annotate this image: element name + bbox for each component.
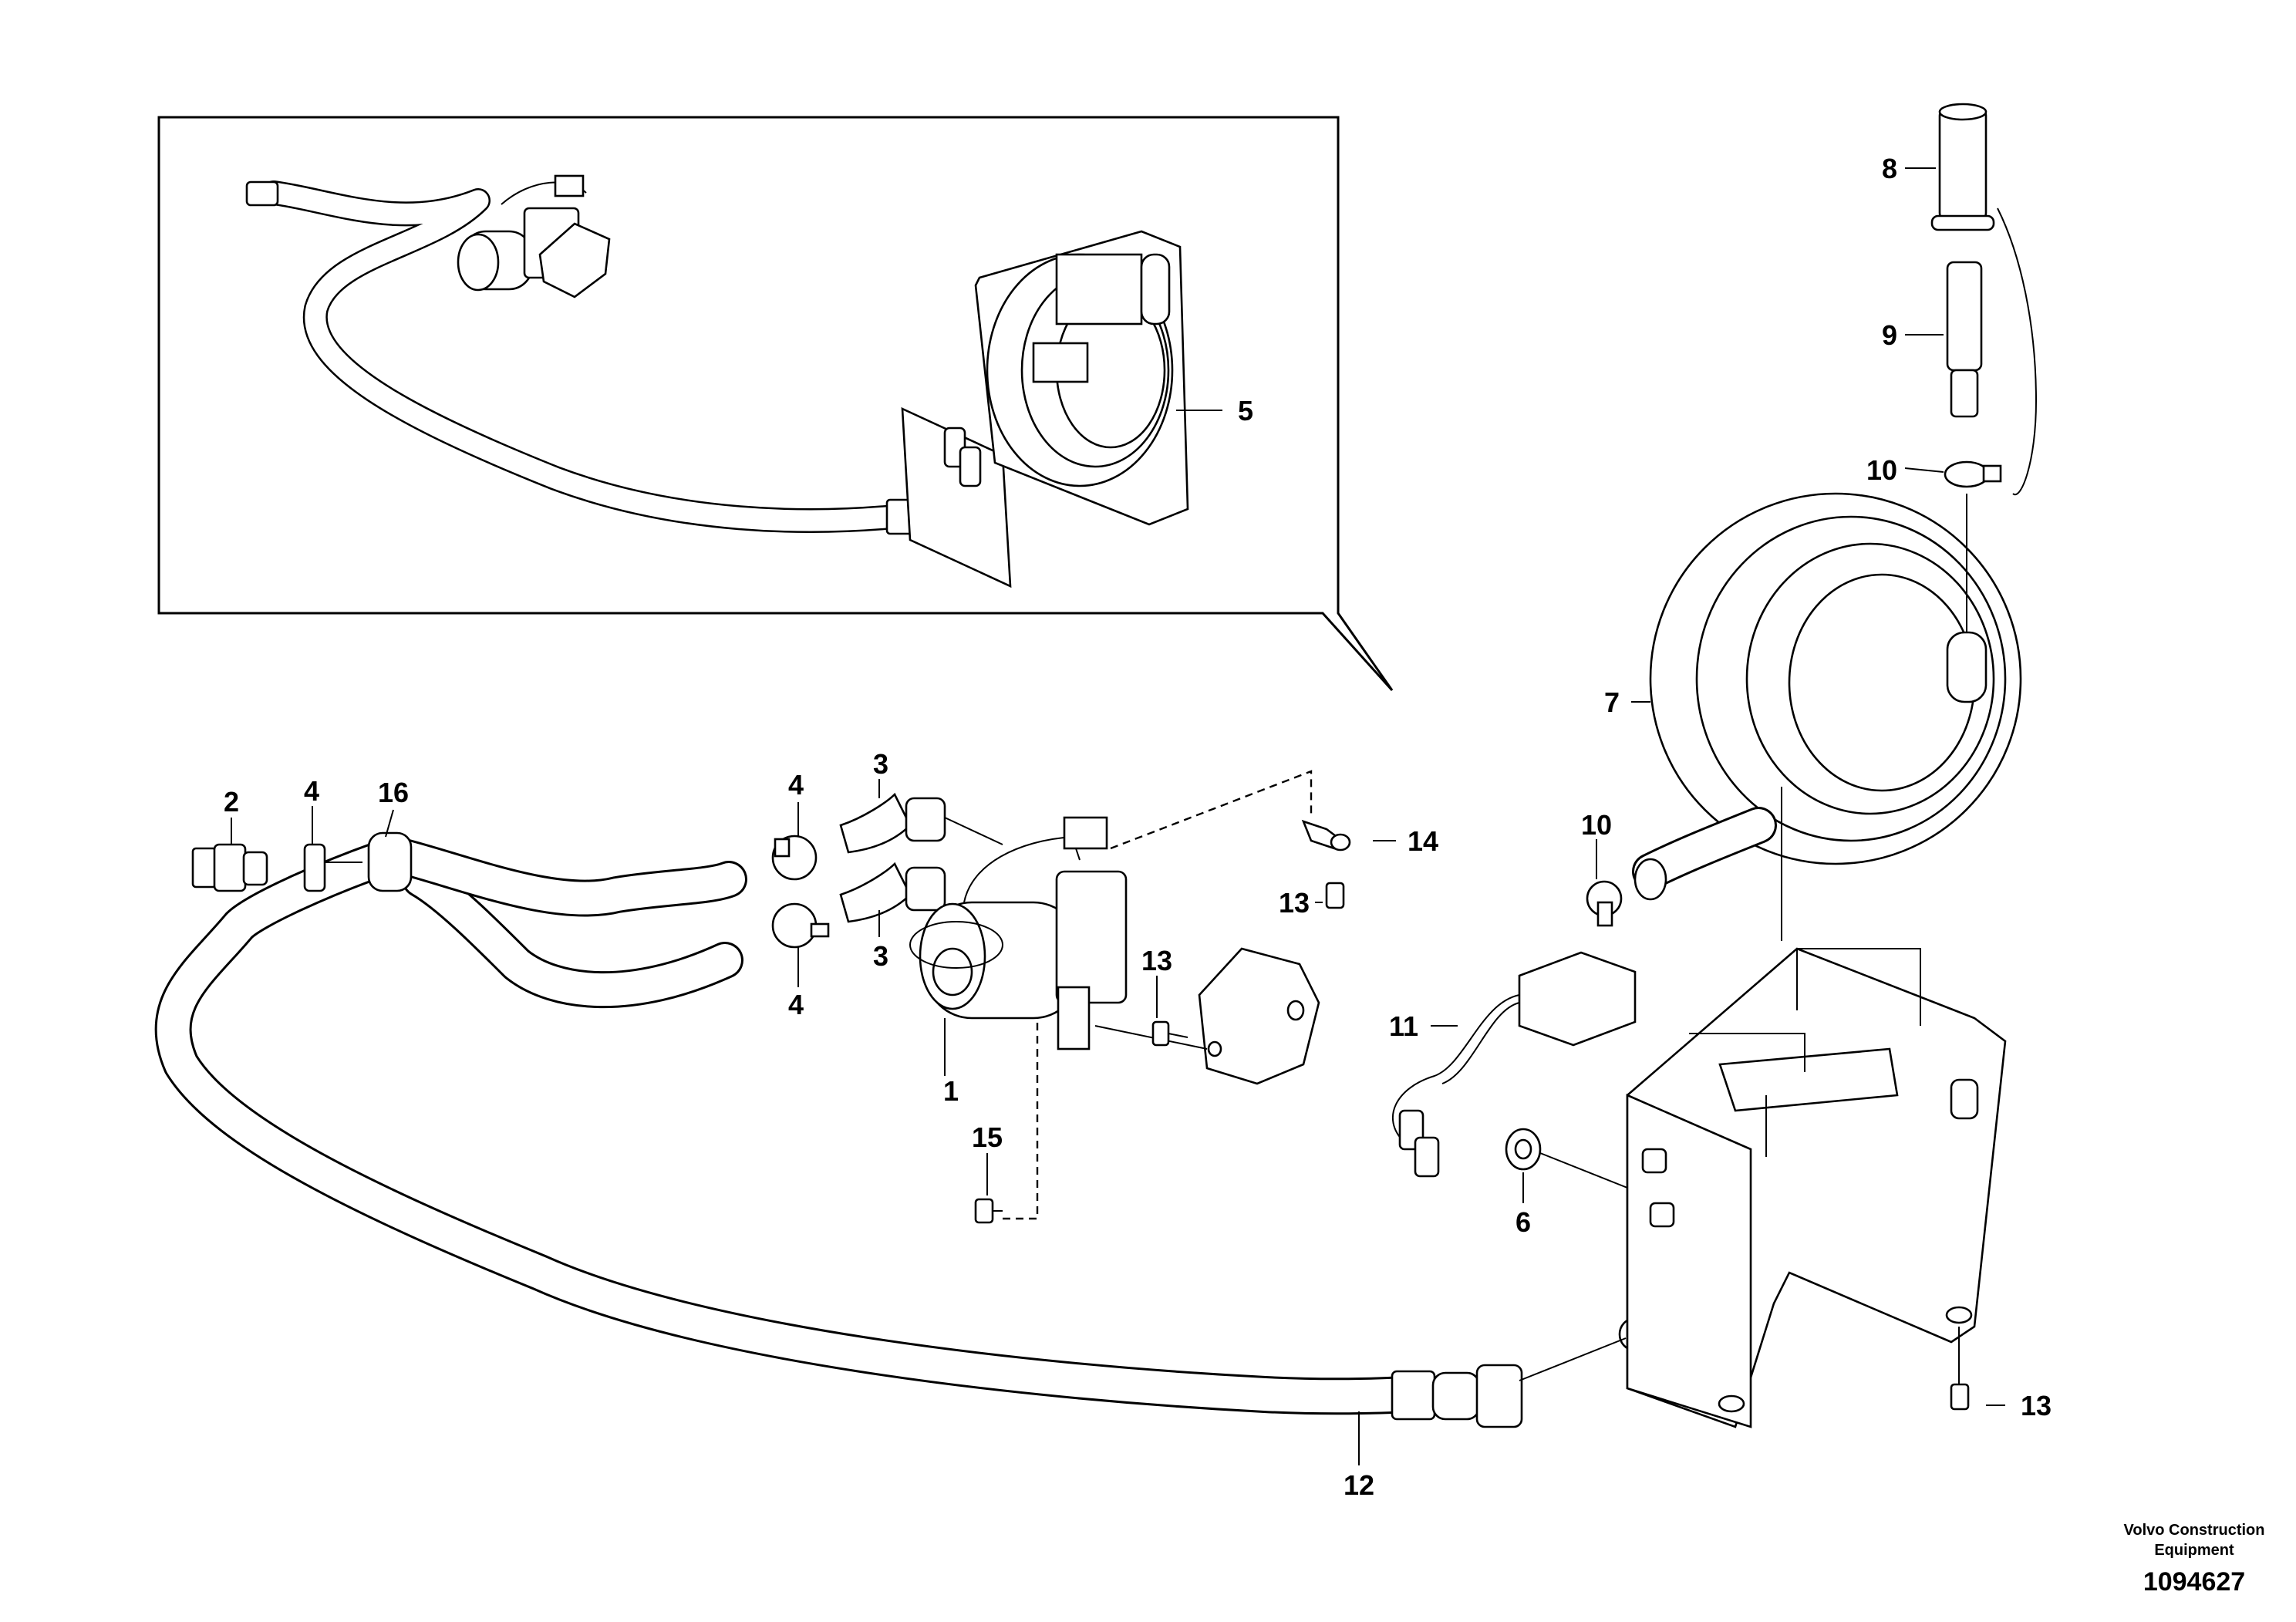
clamp-4-upper — [771, 835, 818, 881]
pump-1 — [909, 816, 1128, 1050]
callout-labels: 1 2 3 3 4 4 4 5 6 7 8 9 10 10 11 12 13 1… — [224, 153, 2052, 1501]
callout-8: 8 — [1882, 153, 1897, 184]
callout-9: 9 — [1882, 319, 1897, 351]
callout-2: 2 — [224, 786, 239, 818]
callout-6: 6 — [1515, 1206, 1531, 1238]
callout-14: 14 — [1408, 825, 1438, 857]
coil-7 — [1632, 492, 2022, 901]
brand-line-1: Volvo Construction — [2124, 1522, 2265, 1539]
bracket — [1626, 787, 2007, 1428]
elbow-3-upper — [839, 792, 1003, 854]
callout-3-upper: 3 — [873, 748, 888, 780]
callout-10-lower: 10 — [1581, 809, 1612, 841]
screw-15 — [974, 1198, 1003, 1224]
connector-2 — [191, 843, 268, 892]
callout-5: 5 — [1238, 395, 1253, 427]
filter-9 — [1946, 261, 1983, 418]
clamp-10-lower — [1586, 880, 1623, 927]
callout-7: 7 — [1604, 686, 1620, 718]
sensor-8 — [1930, 103, 2038, 496]
screw-13-pump — [1151, 1020, 1188, 1047]
inset-heater-assembly — [901, 230, 1189, 588]
callout-12: 12 — [1344, 1469, 1374, 1501]
callout-15: 15 — [972, 1121, 1003, 1153]
document-number: 1094627 — [2143, 1567, 2245, 1597]
screw-13-terminal — [1325, 882, 1345, 909]
cover-plate — [1094, 947, 1320, 1085]
callout-16: 16 — [378, 777, 409, 808]
clamp-10-upper — [1944, 460, 2002, 488]
footer: Volvo Construction Equipment 1094627 — [2124, 1522, 2265, 1597]
terminal-14 — [1301, 819, 1351, 851]
callout-13-pump: 13 — [1141, 945, 1172, 976]
clamp-4-left — [303, 843, 362, 892]
inset-pump — [457, 174, 611, 298]
detail-inset — [157, 116, 1394, 692]
inset-hose — [245, 180, 950, 535]
callout-1: 1 — [943, 1075, 959, 1107]
callout-10-upper: 10 — [1866, 454, 1897, 486]
grommet-6 — [1505, 1128, 1628, 1189]
callout-13-terminal: 13 — [1279, 887, 1310, 919]
elbow-3-lower — [839, 862, 946, 923]
callout-4-lower: 4 — [788, 989, 804, 1020]
hose-fittings — [1391, 1317, 1649, 1428]
callout-4-upper: 4 — [788, 769, 804, 801]
callout-3-lower: 3 — [873, 940, 888, 972]
callout-11: 11 — [1389, 1010, 1418, 1042]
brand-line-2: Equipment — [2154, 1542, 2234, 1559]
control-box-11 — [1391, 951, 1637, 1178]
hose-16 — [367, 831, 747, 1009]
leader-lines — [231, 167, 2005, 1465]
hose-12 — [154, 841, 1422, 1415]
screw-13-bracket — [1950, 1383, 1970, 1411]
callout-13-bracket: 13 — [2021, 1390, 2052, 1421]
callout-4-left: 4 — [304, 775, 319, 807]
clamp-4-lower — [771, 902, 830, 949]
